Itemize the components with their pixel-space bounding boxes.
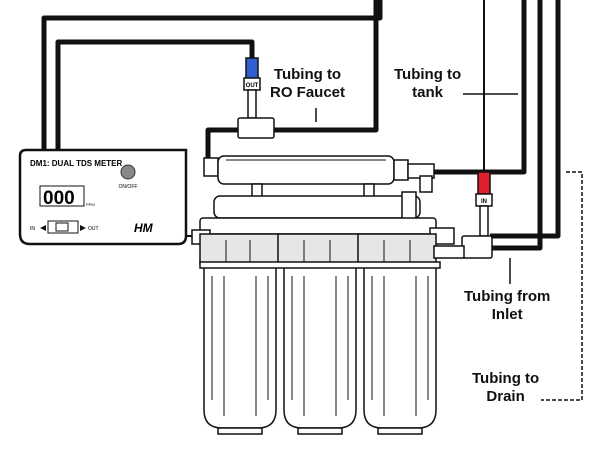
meter-brand-logo: HM — [134, 221, 154, 235]
meter-wire-inner — [55, 39, 255, 150]
tank-tubing — [434, 0, 527, 175]
label-inlet-line2: Inlet — [491, 306, 523, 323]
in-fitting-body — [477, 171, 491, 195]
label-tubing-from-inlet: Tubing from Inlet — [462, 288, 553, 324]
label-drain-line2: Drain — [486, 388, 525, 405]
canister-3 — [363, 263, 437, 429]
out-fitting-stem — [247, 89, 257, 119]
label-tubing-to-ro-faucet: Tubing to RO Faucet — [268, 66, 348, 102]
meter-selector-knob[interactable] — [55, 222, 69, 232]
filter-head — [191, 217, 465, 265]
label-tubing-to-drain: Tubing to Drain — [470, 370, 542, 406]
out-tee — [237, 117, 275, 139]
head-caps — [199, 233, 437, 265]
membrane-left-tubing — [205, 127, 238, 158]
ro-faucet-tubing — [272, 0, 379, 133]
head-inlet-fitting — [433, 245, 465, 259]
membrane-drop-fitting — [419, 175, 433, 193]
out-fitting: OUT — [237, 57, 275, 139]
in-fitting: IN — [461, 171, 493, 259]
meter-unit: PPM — [86, 202, 95, 207]
canister-2 — [283, 263, 357, 429]
right-tube-a — [490, 0, 561, 239]
label-ro-line2: RO Faucet — [270, 84, 346, 101]
canister-rim — [199, 261, 441, 269]
meter-display-text: 000 — [43, 188, 75, 209]
meter-out-arrow-icon — [80, 225, 86, 231]
out-fitting-body — [245, 57, 259, 81]
meter-out-label: OUT — [88, 226, 99, 232]
in-tee — [461, 235, 493, 259]
in-fitting-stem — [479, 205, 489, 237]
meter-display — [39, 185, 85, 207]
out-tag-text: OUT — [246, 83, 259, 89]
canister-1 — [203, 263, 277, 429]
head-top-bar — [199, 217, 437, 235]
filter-canisters — [199, 261, 441, 435]
label-tank-line1: Tubing to — [394, 66, 462, 83]
drain-tubing — [540, 171, 583, 401]
label-drain-line1: Tubing to — [472, 370, 540, 387]
meter-wire-outer — [41, 0, 383, 150]
membrane-right-cap — [393, 159, 409, 181]
inlet-tubing — [490, 0, 543, 251]
tds-meter: DM1: DUAL TDS METER 000 PPM ON/OFF IN OU… — [18, 148, 188, 246]
label-tubing-to-tank: Tubing to tank — [392, 66, 464, 102]
label-ro-line1: Tubing to — [273, 66, 342, 83]
in-tag-text: IN — [481, 199, 487, 205]
label-tank-line2: tank — [412, 84, 444, 101]
post-filter-body — [213, 195, 421, 219]
meter-in-label: IN — [30, 226, 35, 232]
meter-title: DM1: DUAL TDS METER — [30, 159, 123, 168]
membrane-left-fitting — [203, 157, 219, 177]
membrane-housing — [203, 155, 435, 199]
meter-power-button[interactable] — [120, 164, 136, 180]
meter-in-arrow-icon — [40, 225, 46, 231]
meter-switch-label: ON/OFF — [119, 184, 138, 190]
label-inlet-line1: Tubing from — [464, 288, 551, 305]
